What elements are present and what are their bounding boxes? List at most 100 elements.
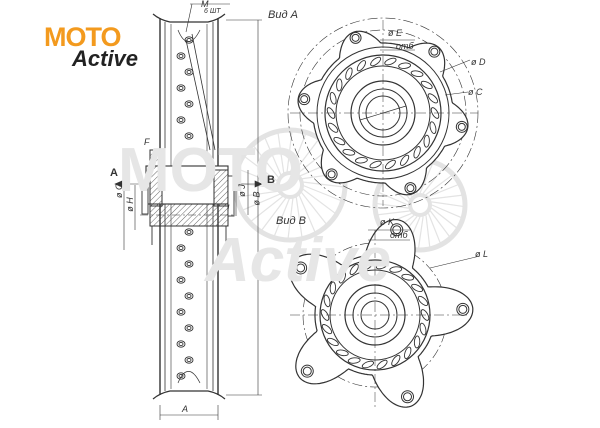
dim-k-holes: отб [390,230,408,240]
petal-cutout [429,121,437,134]
bolt-hole [456,302,470,316]
spoke-hole [184,132,194,140]
spoke-hole [184,260,194,268]
bolt-hole [294,261,308,275]
petal-cutout [338,271,346,284]
view-b-title: Вид В [276,215,306,227]
dim-h: ø H [124,197,135,212]
view-a-title: Вид А [268,9,298,21]
petal-cutout [354,157,368,164]
dim-i: I [227,203,230,213]
petal-cutout [345,67,353,80]
hub-section [140,149,236,245]
dim-b: ø B [251,191,262,206]
petal-cutout [323,294,331,308]
petal-cutout [376,359,388,370]
motoactive-logo: MOTO Active [44,24,154,70]
petal-cutout [413,335,421,349]
dim-e: ø E [388,28,403,38]
dim-e-holes: отб [396,41,414,51]
petal-cutout [420,309,430,321]
petal-cutout [384,159,396,170]
petal-cutout [335,349,349,357]
sprocket-cutouts-a [326,56,440,170]
watermark-moto: MOTO [118,136,303,205]
petal-cutout [342,148,356,156]
spoke-hole [184,292,194,300]
spoke-line [185,33,216,151]
petal-cutout [400,154,410,166]
dim-a: A [182,404,189,414]
spoke-hole [184,356,194,364]
logo-active-text: Active [72,46,139,71]
petal-cutout [326,107,336,119]
petal-cutout [329,91,337,105]
petal-cutout [369,160,382,169]
spoke-hole [184,68,194,76]
bolt-hole [325,168,338,181]
spoke-hole [176,52,186,60]
petal-cutout [333,137,346,146]
bolt-hole [300,364,314,378]
petal-cutout [336,78,343,92]
bolt-holes-a [298,31,468,195]
petal-cutout [401,273,415,281]
bolt-hole [401,390,415,404]
petal-cutout [391,354,401,367]
sprocket-cutouts-b [320,260,430,370]
petal-cutout [327,122,339,133]
spoke-hole [176,84,186,92]
petal-cutout [361,360,375,369]
spoke-hole [176,308,186,316]
spoke-hole [176,372,186,380]
rim-bottom-flange [152,390,226,400]
petal-cutout [321,324,333,335]
hub-view-b [289,219,481,410]
petal-cutout [423,134,430,148]
petal-cutout [398,62,412,69]
spoke-hole [184,324,194,332]
spoke-hole [176,276,186,284]
dim-m-sub: 6 ШТ [204,8,221,15]
petal-cutout [320,309,330,321]
dim-f: F [144,137,150,147]
bolt-hole [349,31,362,44]
petal-cutout [404,346,412,360]
spoke-hole [184,228,194,236]
bolt-hole [404,182,417,195]
spoke-hole [176,340,186,348]
petal-cutout [420,80,433,90]
petal-cutout [384,57,397,66]
dimension-lines [114,3,263,420]
rim-section-view [114,3,263,420]
rim-top-flange [152,13,226,23]
dim-l: ø L [475,249,489,259]
petal-cutout [326,337,339,347]
dim-g: ø G [114,183,124,198]
dim-j: ø J [236,184,247,197]
petal-cutout [413,146,421,159]
hub-view-a [287,17,479,209]
petal-cutout [347,357,361,364]
petal-cutout [410,70,424,78]
bolt-hole [298,93,311,106]
petal-cutout [349,263,359,276]
dim-m: M [201,0,209,9]
petal-cutout [376,261,389,270]
spoke-holes [176,36,194,380]
petal-cutout [370,56,382,67]
bolt-hole [428,45,441,58]
petal-cutout [411,283,424,293]
dim-c: ø C [468,87,483,97]
bolt-hole [455,120,468,133]
petal-cutout [427,93,439,104]
section-mark-a: A [110,167,118,179]
dim-d: ø D [471,57,486,67]
watermark-active: Active [205,226,392,295]
petal-cutout [419,322,427,336]
petal-cutout [356,60,366,72]
spoke-hole [176,116,186,124]
petal-cutout [430,107,440,119]
logo-moto-text: MOTO [44,22,121,52]
